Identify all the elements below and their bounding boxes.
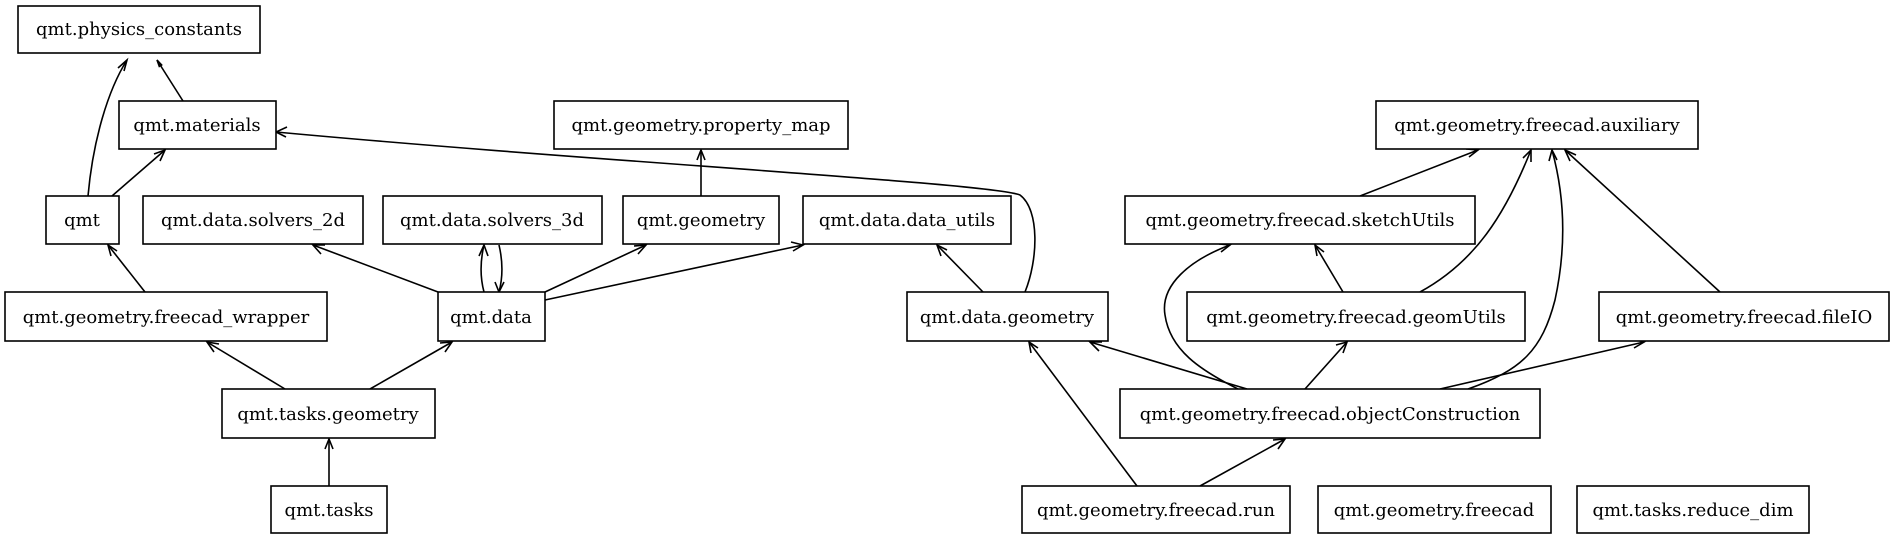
arrow-head — [117, 57, 129, 72]
edge-materials-to-physics-constants — [156, 59, 184, 102]
node-qmt-data-solvers-2d: qmt.data.solvers_2d — [142, 195, 364, 245]
node-qmt-geometry-freecad: qmt.geometry.freecad — [1317, 485, 1552, 534]
node-label: qmt.geometry.freecad.geomUtils — [1206, 307, 1505, 328]
node-qmt-geometry-freecad-sketchutils: qmt.geometry.freecad.sketchUtils — [1124, 195, 1476, 245]
edge-tasks-geometry-to-freecad-wrapper — [206, 341, 286, 390]
arrow-head — [1027, 340, 1039, 354]
node-qmt-materials: qmt.materials — [118, 100, 277, 150]
arrow-head — [1563, 148, 1577, 162]
node-label: qmt.tasks — [285, 500, 374, 521]
edge-data-geometry-to-materials — [275, 131, 1036, 293]
edge-geomutils-to-auxiliary — [1419, 149, 1532, 293]
arrow-head — [1088, 341, 1102, 352]
edge-tasks-geometry-to-data — [369, 341, 453, 390]
arrow-head — [1313, 243, 1325, 257]
arrow-head — [790, 241, 806, 252]
node-qmt-geometry-freecad-run: qmt.geometry.freecad.run — [1021, 485, 1291, 534]
node-qmt-data-geometry: qmt.data.geometry — [906, 291, 1109, 342]
nodes-layer: qmt.physics_constants qmt.materials qmt.… — [4, 5, 1890, 534]
arrow-head — [205, 340, 220, 353]
node-label: qmt.geometry.freecad.auxiliary — [1394, 115, 1680, 136]
node-qmt-data: qmt.data — [437, 291, 546, 342]
edge-objectconstruction-to-auxiliary — [1467, 149, 1564, 390]
edge-objectconstruction-to-sketchutils — [1163, 244, 1239, 390]
node-qmt-geometry: qmt.geometry — [622, 195, 780, 245]
node-label: qmt.geometry.freecad — [1334, 500, 1535, 521]
edge-objectconstruction-to-data-geometry — [1089, 341, 1248, 390]
edge-objectconstruction-to-fileio — [1439, 341, 1645, 390]
edge-geomutils-to-sketchutils — [1314, 244, 1344, 293]
node-label: qmt.geometry — [637, 210, 766, 231]
node-qmt-geometry-freecad-objectconstruction: qmt.geometry.freecad.objectConstruction — [1119, 388, 1541, 439]
arrow-head — [156, 59, 163, 68]
node-qmt-geometry-freecad-fileio: qmt.geometry.freecad.fileIO — [1598, 291, 1890, 342]
node-label: qmt.data — [450, 307, 532, 328]
node-qmt: qmt — [45, 195, 120, 245]
node-label: qmt — [64, 210, 101, 231]
edge-freecad-wrapper-to-qmt — [107, 244, 146, 293]
edge-freecad-run-to-data-geometry — [1028, 341, 1138, 487]
arrow-head — [106, 243, 118, 257]
node-qmt-geometry-freecad-auxiliary: qmt.geometry.freecad.auxiliary — [1375, 100, 1699, 150]
arrow-head — [1522, 148, 1532, 162]
edge-qmt-to-materials — [111, 149, 166, 197]
node-qmt-tasks: qmt.tasks — [270, 485, 388, 534]
node-label: qmt.physics_constants — [36, 19, 242, 40]
edge-fileio-to-auxiliary — [1564, 149, 1721, 293]
node-label: qmt.tasks.reduce_dim — [1592, 500, 1793, 521]
edge-data-to-geometry — [544, 244, 647, 293]
arrow-head — [478, 242, 489, 257]
node-label: qmt.geometry.freecad.objectConstruction — [1140, 404, 1521, 425]
arrow-head — [1548, 147, 1558, 162]
edge-freecad-run-to-objectconstruction — [1199, 438, 1286, 487]
node-label: qmt.geometry.freecad.fileIO — [1616, 307, 1873, 328]
node-label: qmt.data.solvers_3d — [400, 210, 584, 231]
node-label: qmt.geometry.freecad.run — [1037, 500, 1275, 521]
node-label: qmt.data.geometry — [920, 307, 1095, 328]
node-label: qmt.geometry.freecad_wrapper — [23, 307, 310, 328]
edge-sketchutils-to-auxiliary — [1359, 149, 1479, 197]
node-qmt-data-data-utils: qmt.data.data_utils — [802, 195, 1012, 245]
edge-data-geometry-to-data-utils — [936, 244, 984, 293]
edge-data-to-solvers-2d — [312, 244, 439, 293]
arrow-head — [1335, 340, 1349, 354]
edge-data-to-solvers-3d — [480, 244, 485, 293]
node-label: qmt.tasks.geometry — [237, 404, 419, 425]
node-label: qmt.geometry.freecad.sketchUtils — [1145, 210, 1454, 231]
node-qmt-geometry-freecad-wrapper: qmt.geometry.freecad_wrapper — [4, 291, 328, 342]
edges-layer — [87, 57, 1721, 487]
edge-qmt-to-physics-constants — [87, 59, 128, 197]
node-label: qmt.materials — [133, 115, 260, 136]
node-qmt-tasks-geometry: qmt.tasks.geometry — [221, 388, 436, 439]
node-qmt-tasks-reduce-dim: qmt.tasks.reduce_dim — [1576, 485, 1810, 534]
node-qmt-physics-constants: qmt.physics_constants — [17, 5, 261, 54]
arrow-head — [1272, 438, 1287, 450]
arrow-head — [324, 436, 334, 450]
node-label: qmt.geometry.property_map — [571, 115, 830, 136]
edge-data-to-data-utils — [544, 244, 804, 301]
node-qmt-geometry-freecad-geomutils: qmt.geometry.freecad.geomUtils — [1186, 291, 1526, 342]
edge-objectconstruction-to-geomutils — [1304, 341, 1348, 390]
edge-solvers-3d-to-data — [498, 244, 503, 293]
arrow-head — [153, 148, 167, 162]
arrow-head — [633, 244, 648, 255]
arrow-head — [696, 147, 706, 161]
node-qmt-geometry-property-map: qmt.geometry.property_map — [553, 100, 849, 150]
arrow-head — [935, 243, 948, 257]
arrow-head — [311, 244, 325, 255]
arrow-head — [439, 341, 454, 353]
node-label: qmt.data.data_utils — [819, 210, 995, 231]
node-qmt-data-solvers-3d: qmt.data.solvers_3d — [382, 195, 603, 245]
node-label: qmt.data.solvers_2d — [161, 210, 345, 231]
